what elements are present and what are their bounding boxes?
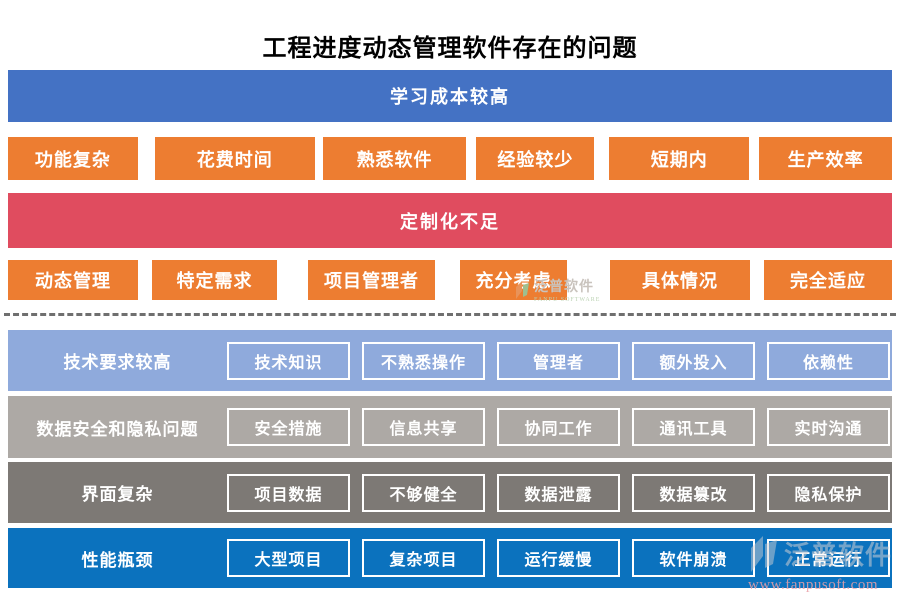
banner-learning-cost: 学习成本较高 [8,70,892,122]
band-interface-complex: 界面复杂 项目数据 不够健全 数据泄露 数据篡改 隐私保护 [8,462,892,523]
chip-collaboration: 协同工作 [497,408,620,446]
band-data-security-items: 安全措施 信息共享 协同工作 通讯工具 实时沟通 [227,408,890,446]
tag-full-consideration: 充分考虑 [460,260,567,300]
band-data-security: 数据安全和隐私问题 安全措施 信息共享 协同工作 通讯工具 实时沟通 [8,396,892,458]
chip-dependency: 依赖性 [767,341,890,380]
tag-fully-adapt: 完全适应 [764,260,892,300]
chip-technical-knowledge: 技术知识 [227,341,350,380]
tag-less-experience: 经验较少 [476,137,595,180]
chip-large-project: 大型项目 [227,539,350,577]
chip-normal-operation: 正常运行 [767,539,890,577]
band-performance-bottleneck-items: 大型项目 复杂项目 运行缓慢 软件崩溃 正常运行 [227,539,890,577]
tag-row-learning-cost: 功能复杂 花费时间 熟悉软件 经验较少 短期内 生产效率 [8,137,893,180]
chip-privacy-protection: 隐私保护 [767,473,890,512]
band-technical-requirements-items: 技术知识 不熟悉操作 管理者 额外投入 依赖性 [227,341,890,380]
tag-dynamic-management: 动态管理 [8,260,138,300]
tag-productivity: 生产效率 [759,137,893,180]
tag-time-spent: 花费时间 [154,137,315,180]
chip-realtime-communication: 实时沟通 [767,408,890,446]
band-data-security-label: 数据安全和隐私问题 [36,419,199,439]
band-technical-requirements: 技术要求较高 技术知识 不熟悉操作 管理者 额外投入 依赖性 [8,330,892,391]
chip-security-measures: 安全措施 [227,408,350,446]
band-performance-bottleneck-label: 性能瓶颈 [81,550,154,570]
tag-specific-needs: 特定需求 [152,260,277,300]
band-performance-bottleneck: 性能瓶颈 大型项目 复杂项目 运行缓慢 软件崩溃 正常运行 [8,528,892,588]
tag-specific-situation: 具体情况 [610,260,750,300]
tag-short-term: 短期内 [609,137,750,180]
tag-project-manager: 项目管理者 [308,260,435,300]
chip-software-crash: 软件崩溃 [632,539,755,577]
band-interface-complex-items: 项目数据 不够健全 数据泄露 数据篡改 隐私保护 [227,473,890,512]
band-technical-requirements-label: 技术要求较高 [63,353,172,372]
tag-row-customization: 动态管理 特定需求 项目管理者 充分考虑 具体情况 完全适应 [8,260,892,300]
banner-learning-cost-label: 学习成本较高 [390,87,510,107]
chip-data-tampering: 数据篡改 [632,473,755,512]
chip-communication-tools: 通讯工具 [632,408,755,446]
banner-customization-label: 定制化不足 [400,211,500,232]
chip-manager: 管理者 [497,341,620,380]
chip-extra-investment: 额外投入 [632,341,755,380]
tag-familiar-software: 熟悉软件 [322,137,467,180]
chip-project-data: 项目数据 [227,473,350,512]
chip-data-leak: 数据泄露 [497,473,620,512]
chip-slow-running: 运行缓慢 [497,539,620,577]
page-title: 工程进度动态管理软件存在的问题 [262,36,638,62]
band-interface-complex-label: 界面复杂 [81,485,154,504]
chip-not-robust: 不够健全 [362,473,485,512]
dashed-divider [4,313,896,316]
tag-feature-complex: 功能复杂 [8,137,138,180]
chip-info-sharing: 信息共享 [362,408,485,446]
chip-unfamiliar-operation: 不熟悉操作 [362,341,485,380]
banner-customization: 定制化不足 [8,193,892,248]
chip-complex-project: 复杂项目 [362,539,485,577]
